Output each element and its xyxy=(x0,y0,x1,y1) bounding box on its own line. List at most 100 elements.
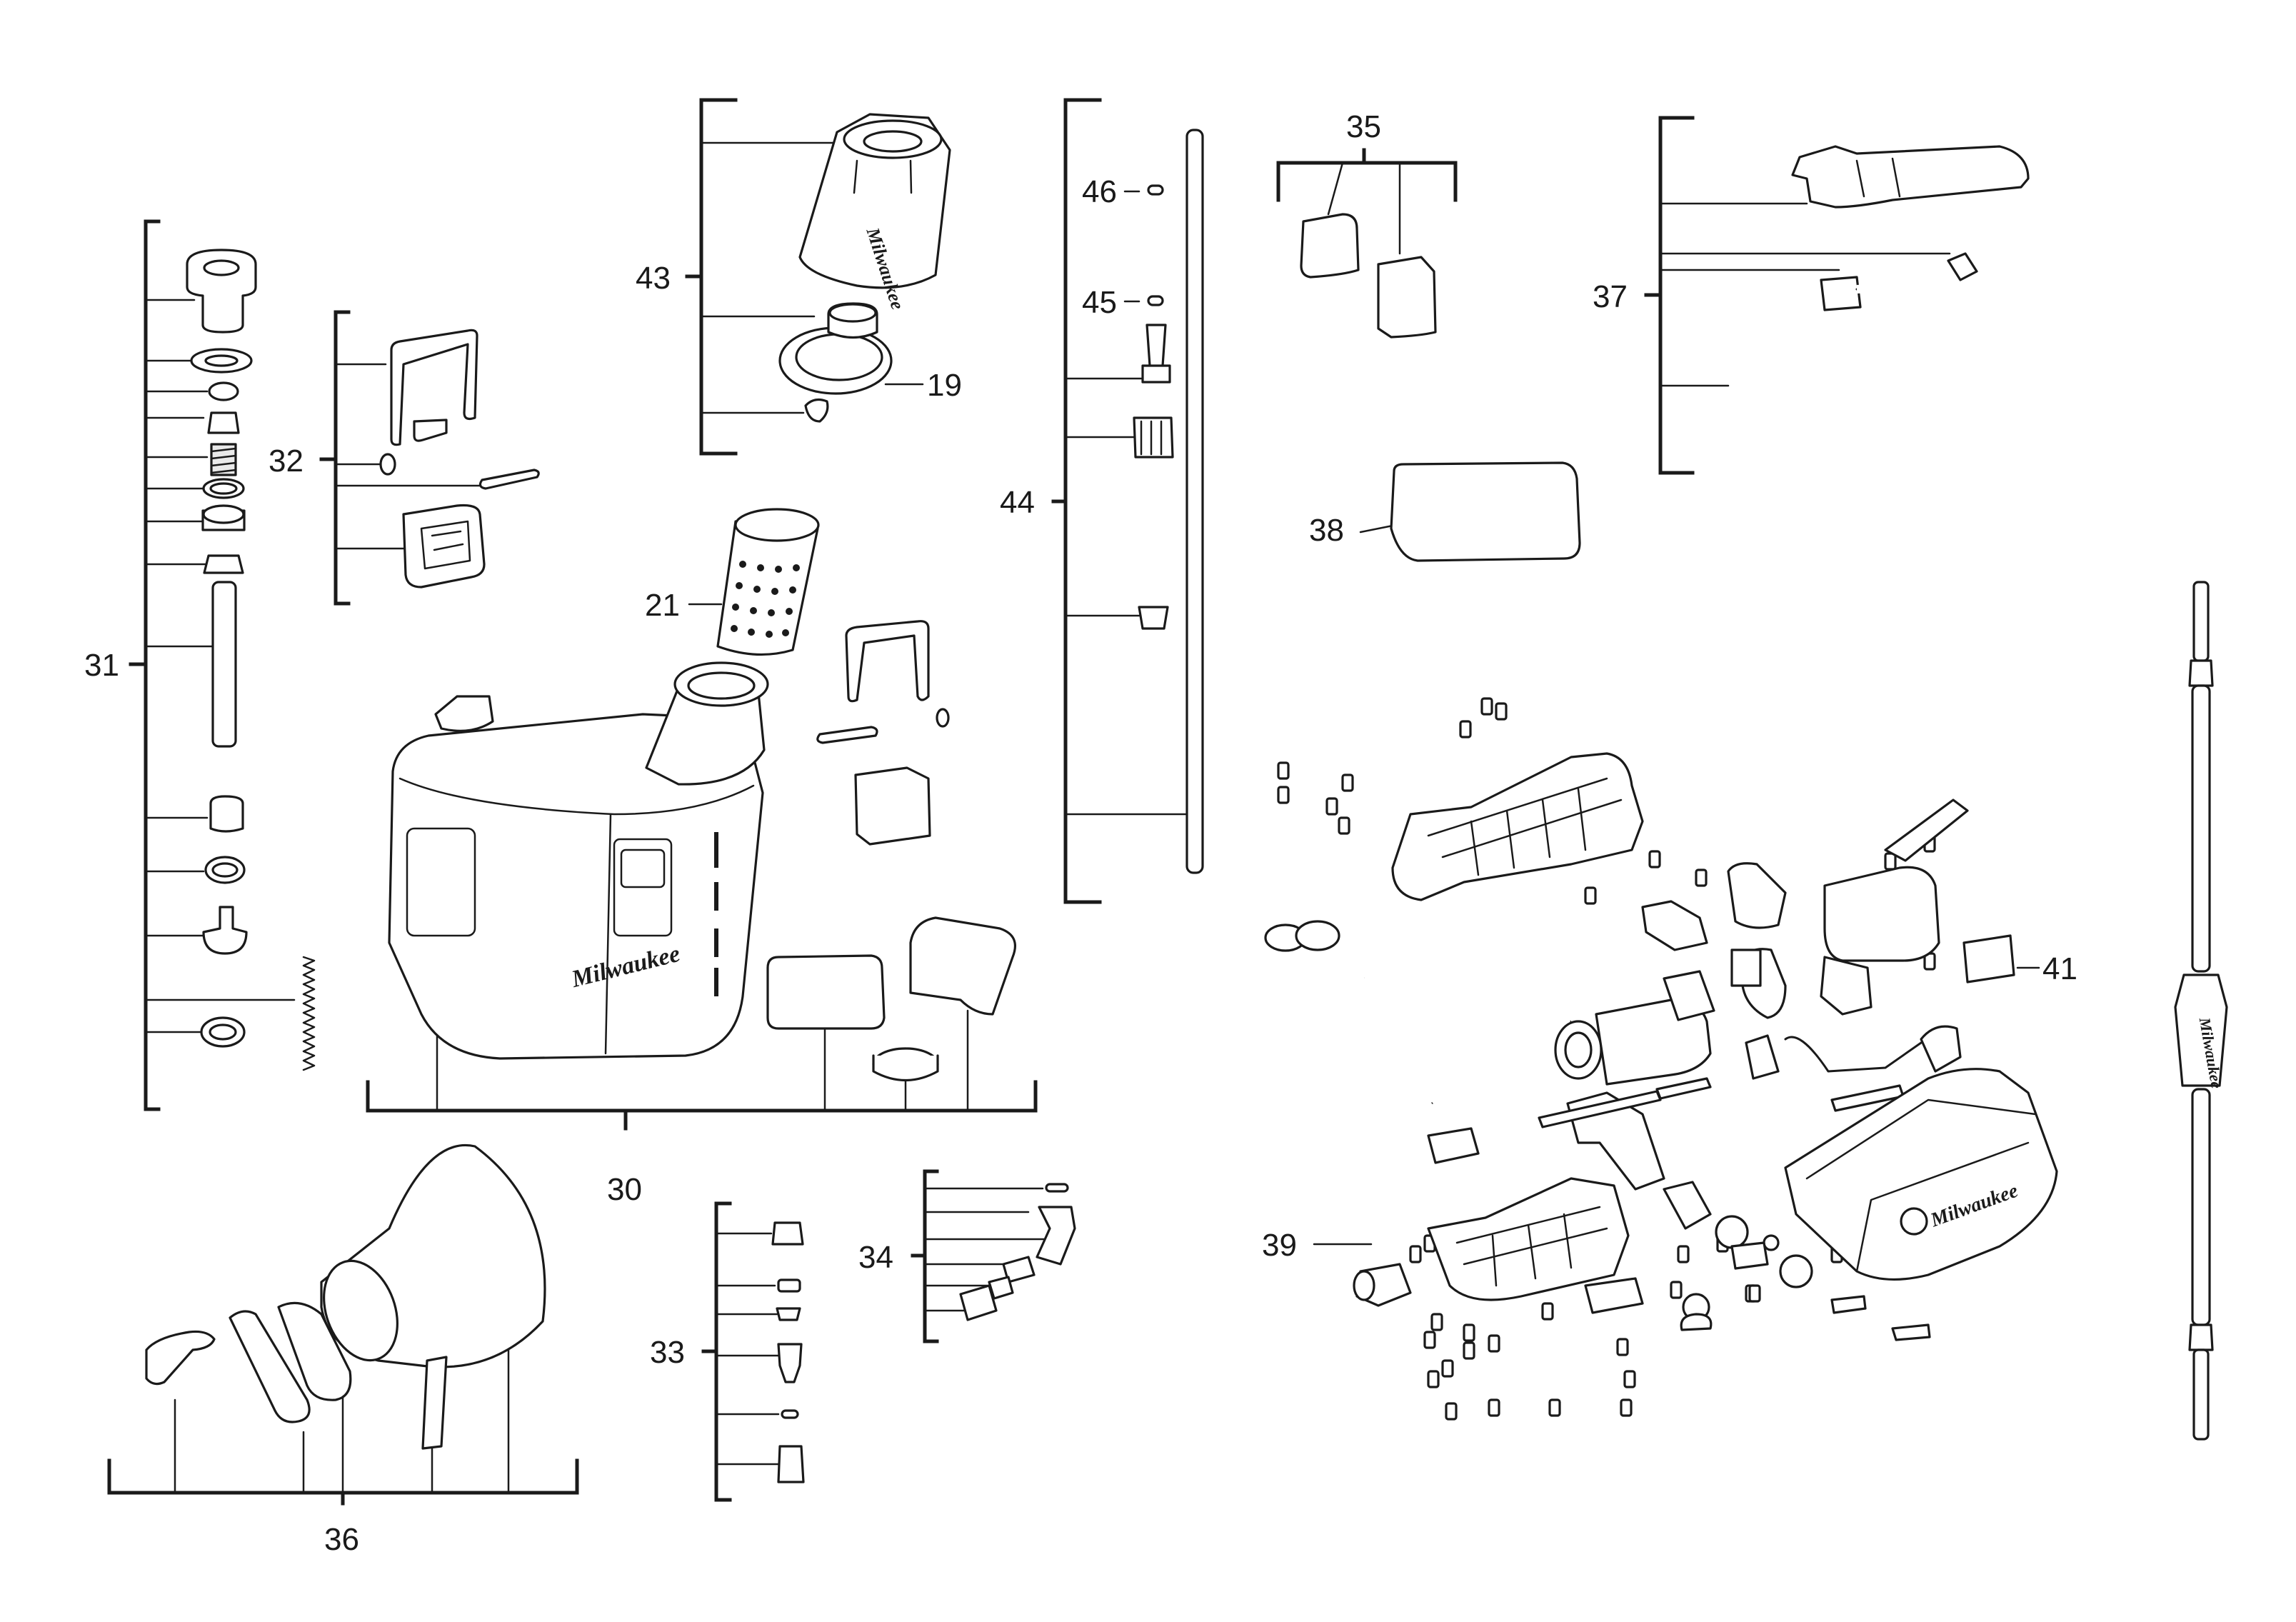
callout-41: 41 xyxy=(2042,951,2077,986)
filter-cup xyxy=(798,113,951,289)
valve-body xyxy=(207,411,240,434)
bracket-32 xyxy=(334,310,351,606)
tank-body xyxy=(388,713,764,1060)
valve-manifold xyxy=(1641,900,1708,951)
switch-block xyxy=(1727,862,1787,929)
callout-32: 32 xyxy=(269,444,304,479)
gasket-ring xyxy=(277,1301,352,1401)
bracket-37 xyxy=(1658,116,1695,475)
rail xyxy=(1538,1090,1662,1128)
callout-43: 43 xyxy=(636,261,671,296)
group-32: 32 xyxy=(269,310,540,606)
lower-housing xyxy=(1427,1177,1630,1301)
clip-ring xyxy=(804,398,829,423)
funnel-rod xyxy=(421,1356,448,1450)
extension-wand: Milwaukee xyxy=(2174,581,2228,1441)
wand-coupler-bottom xyxy=(2188,1323,2214,1351)
clip-housing xyxy=(402,504,486,589)
callout-44: 44 xyxy=(1000,485,1035,520)
pump-assembly: 41 Milwaukee 39 xyxy=(1240,697,2077,1421)
callout-34: 34 xyxy=(858,1240,893,1275)
switch-plate xyxy=(1427,1127,1480,1164)
callout-31: 31 xyxy=(84,648,119,683)
bracket-33 xyxy=(714,1201,732,1502)
bracket-30 xyxy=(366,1080,1038,1113)
bracket-34 xyxy=(923,1169,939,1343)
spring xyxy=(210,443,237,476)
pump-cylinder xyxy=(1820,956,1873,1016)
callout-45: 45 xyxy=(1082,285,1117,320)
callout-19: 19 xyxy=(927,368,962,403)
callout-46: 46 xyxy=(1082,174,1117,209)
group-30: 30 Milwaukee xyxy=(366,620,1038,1207)
pin xyxy=(478,469,540,490)
bracket-44 xyxy=(1063,98,1102,904)
wand-tube xyxy=(1185,129,1204,874)
label-plate xyxy=(766,954,886,1030)
part-41 xyxy=(1962,934,2015,983)
latch-right xyxy=(1377,256,1437,339)
wand-grip xyxy=(2174,973,2228,1087)
pcb-module xyxy=(1663,1181,1712,1230)
clip-housing-2 xyxy=(854,766,931,846)
cap-33 xyxy=(777,1445,805,1483)
bracket-part xyxy=(1584,1277,1644,1314)
coupling xyxy=(1920,1025,1962,1073)
callout-36: 36 xyxy=(324,1522,359,1557)
nozzle-insert xyxy=(1138,606,1169,630)
vent-cap xyxy=(434,695,494,732)
gear-small xyxy=(1715,1215,1749,1249)
funnel-plate xyxy=(229,1310,311,1423)
callout-21: 21 xyxy=(645,588,680,623)
hose xyxy=(1720,170,2202,439)
group-43: 43 19 Milwaukee xyxy=(636,98,962,456)
latch-left xyxy=(1300,213,1360,279)
motor-housing-right xyxy=(1823,866,1940,962)
elbow-34 xyxy=(1036,1206,1076,1266)
wand-upper xyxy=(2191,684,2211,973)
nozzle-33 xyxy=(777,1343,803,1383)
group-31: 31 xyxy=(84,219,316,1111)
pump-head xyxy=(1663,970,1715,1021)
wand-lower xyxy=(2191,1088,2211,1326)
group-35: 35 xyxy=(1276,109,1458,339)
trigger-handle xyxy=(1791,145,2030,209)
callout-38: 38 xyxy=(1309,513,1344,548)
o-ring-45 xyxy=(1147,295,1164,306)
callout-39: 39 xyxy=(1262,1228,1297,1263)
group-36: 36 xyxy=(107,1143,579,1557)
bracket-43 xyxy=(699,98,738,456)
sleeve xyxy=(209,795,244,833)
pin-2 xyxy=(816,726,878,744)
holster xyxy=(909,916,1016,1016)
hose-elbow xyxy=(1947,252,1978,281)
strainer-21: 21 xyxy=(645,508,820,656)
knob-small xyxy=(1779,1254,1813,1288)
callout-35: 35 xyxy=(1346,109,1381,144)
group-34: 34 xyxy=(858,1169,1076,1343)
coil-spring xyxy=(302,956,316,1071)
handle-clip xyxy=(390,329,478,446)
group-37: 37 xyxy=(1593,116,2208,475)
bracket-31 xyxy=(144,219,161,1111)
group-33: 33 xyxy=(650,1201,805,1502)
strainer-basket xyxy=(716,520,819,656)
callout-37: 37 xyxy=(1593,279,1628,314)
o-ring-46 xyxy=(1147,184,1164,196)
valve-stem xyxy=(202,906,248,955)
nozzle-tip xyxy=(1141,324,1171,384)
nut xyxy=(203,554,244,574)
handle-frame xyxy=(845,620,930,703)
hose-fitting xyxy=(1820,276,1862,311)
square-bushing xyxy=(1730,948,1762,987)
callout-33: 33 xyxy=(650,1335,685,1370)
group-38: 38 xyxy=(1309,461,1581,562)
rod-2 xyxy=(1655,1077,1712,1100)
callout-30: 30 xyxy=(607,1172,642,1207)
nozzle-nut xyxy=(1133,416,1174,459)
battery-housing xyxy=(1784,1068,2058,1281)
nut-33 xyxy=(771,1221,804,1246)
tube xyxy=(211,581,237,748)
wand-coupler-top xyxy=(2188,659,2214,687)
